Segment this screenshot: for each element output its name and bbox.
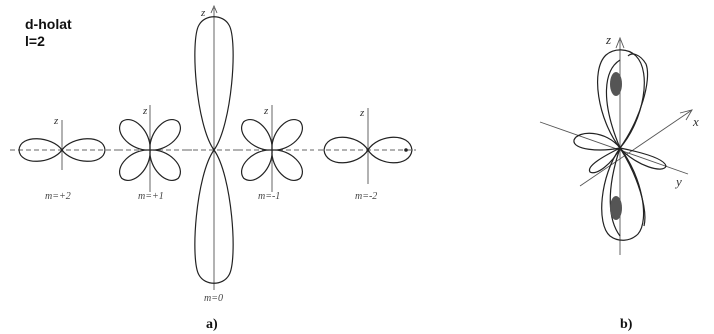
orbital-label-m-0: m=0 [204, 293, 223, 304]
panel-b: z x y [539, 32, 699, 255]
axis-y-label: y [674, 174, 682, 189]
state-title: d-holat [25, 16, 72, 32]
orbital-label-m-plus-2: m=+2 [45, 191, 71, 202]
quantum-number-l: l=2 [25, 33, 45, 49]
orbital-m-plus-2: z m=+2 [10, 115, 118, 202]
orbital-m-minus-1: z m=-1 [238, 105, 314, 202]
axis-z-label: z [142, 105, 148, 117]
axis-z-label: z [605, 32, 611, 47]
caption-b: b) [620, 317, 633, 332]
panel-a: z m=+2 z m=+1 z m=0 [10, 4, 416, 304]
axis-z-label: z [263, 105, 269, 117]
orbital-label-m-minus-2: m=-2 [355, 191, 377, 202]
orbital-label-m-plus-1: m=+1 [138, 191, 164, 202]
caption-a: a) [206, 317, 218, 332]
axis-x-label: x [692, 114, 699, 129]
orbital-label-m-minus-1: m=-1 [258, 191, 280, 202]
axis-z-label: z [359, 107, 365, 119]
orbital-m-0: z m=0 [185, 4, 240, 304]
axis-z-label: z [200, 7, 206, 19]
orbital-m-plus-1: z m=+1 [118, 105, 192, 202]
orbital-m-minus-2: z m=-2 [318, 107, 416, 202]
axis-z-label: z [53, 115, 59, 127]
